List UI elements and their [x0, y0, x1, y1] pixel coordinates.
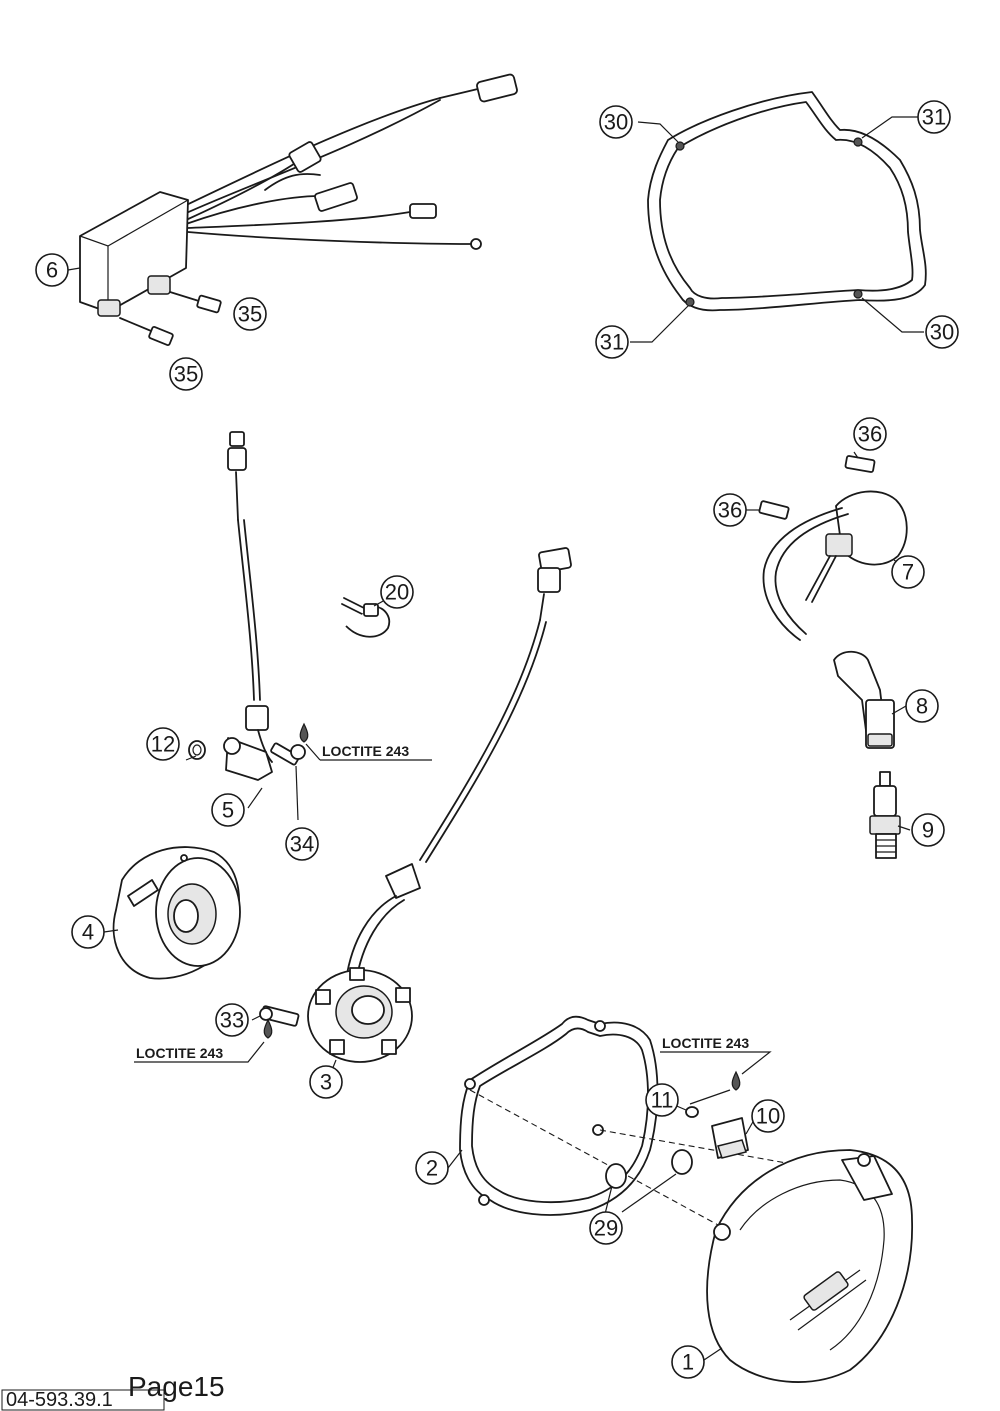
callout-1: 1: [671, 1345, 705, 1379]
svg-text:36: 36: [858, 422, 882, 447]
callout-3: 3: [309, 1065, 343, 1099]
dowel-sleeves-part-29: [603, 1149, 693, 1219]
callout-6: 6: [35, 253, 69, 287]
svg-text:6: 6: [46, 258, 58, 283]
spark-plug-cap-part-8: [833, 650, 895, 749]
svg-text:12: 12: [151, 732, 175, 757]
callout-5: 5: [211, 793, 245, 827]
svg-text:30: 30: [930, 320, 954, 345]
svg-text:36: 36: [718, 498, 742, 523]
svg-text:4: 4: [82, 920, 94, 945]
cable-tie-part-20: [341, 597, 391, 638]
callout-12: 12: [146, 727, 180, 761]
svg-text:3: 3: [320, 1070, 332, 1095]
callout-7: 7: [891, 555, 925, 589]
svg-text:11: 11: [651, 1088, 674, 1113]
flywheel-part-4: [112, 846, 241, 980]
callout-4: 4: [71, 915, 105, 949]
callout-29: 29: [589, 1211, 623, 1245]
gasket-part-30-31: [630, 91, 927, 343]
callout-36b: 36: [713, 493, 747, 527]
svg-text:35: 35: [174, 362, 198, 387]
callout-11: 11: [645, 1083, 679, 1117]
loctite-label-b: LOCTITE 243: [136, 1045, 223, 1061]
callout-8: 8: [905, 689, 939, 723]
callout-36a: 36: [853, 417, 887, 451]
spark-plug-part-9: [869, 771, 901, 859]
callout-2: 2: [415, 1151, 449, 1185]
ignition-cover-part-1: [706, 1149, 913, 1383]
callout-34: 34: [285, 827, 319, 861]
callout-35a: 35: [233, 297, 267, 331]
ignition-coil-part-7: [758, 455, 908, 641]
loctite-markers: [134, 722, 772, 1105]
svg-text:8: 8: [916, 694, 928, 719]
callout-31a: 31: [917, 100, 951, 134]
svg-text:7: 7: [902, 560, 914, 585]
cdi-unit-part-6: [79, 73, 518, 346]
svg-text:20: 20: [385, 580, 409, 605]
callout-31b: 31: [595, 325, 629, 359]
callout-9: 9: [911, 813, 945, 847]
drawing-number: 04-593.39.1: [6, 1389, 113, 1411]
retainer-part-10-11: [685, 1106, 749, 1159]
svg-text:29: 29: [594, 1216, 618, 1241]
svg-text:5: 5: [222, 798, 234, 823]
svg-text:10: 10: [756, 1104, 780, 1129]
svg-text:35: 35: [238, 302, 262, 327]
stator-part-3: [259, 547, 572, 1063]
svg-text:9: 9: [922, 818, 934, 843]
page-label: Page15: [128, 1371, 225, 1402]
svg-text:31: 31: [600, 330, 624, 355]
loctite-label-c: LOCTITE 243: [662, 1035, 749, 1051]
callout-30a: 30: [599, 105, 633, 139]
callout-35b: 35: [169, 357, 203, 391]
pickup-cable-part-5: [188, 431, 306, 781]
svg-text:1: 1: [682, 1350, 694, 1375]
svg-text:33: 33: [220, 1008, 244, 1033]
callout-20: 20: [380, 575, 414, 609]
callout-10: 10: [751, 1099, 785, 1133]
drawing-number-box: [1, 1389, 165, 1411]
callout-30b: 30: [925, 315, 959, 349]
svg-text:2: 2: [426, 1156, 438, 1181]
svg-text:34: 34: [290, 832, 314, 857]
svg-text:31: 31: [922, 105, 946, 130]
callout-33: 33: [215, 1003, 249, 1037]
svg-text:30: 30: [604, 110, 628, 135]
loctite-label-a: LOCTITE 243: [322, 743, 409, 759]
